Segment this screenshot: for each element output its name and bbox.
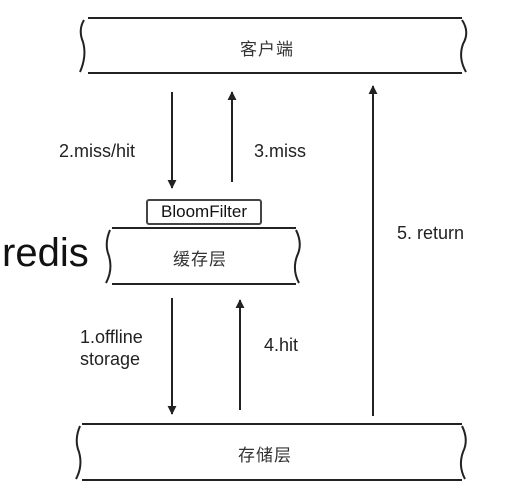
client-label: 客户端 <box>240 40 294 60</box>
cache-box <box>105 227 301 285</box>
miss-hit-label: 2.miss/hit <box>59 141 136 161</box>
redis-label: redis <box>2 231 89 275</box>
return-label: 5. return <box>397 223 465 243</box>
cache-label: 缓存层 <box>173 250 227 270</box>
client-box <box>79 17 468 74</box>
storage-box <box>75 423 467 481</box>
miss-label: 3.miss <box>254 141 307 161</box>
bloom-filter-box: BloomFilter <box>146 199 262 225</box>
bloom-filter-label: BloomFilter <box>161 202 247 221</box>
storage-label: 存储层 <box>238 446 292 466</box>
offline-label-line2: storage <box>80 349 141 369</box>
hit-label: 4.hit <box>264 335 299 355</box>
offline-storage-label: 1.offline storage <box>80 326 143 370</box>
offline-label-line1: 1.offline <box>80 327 143 347</box>
